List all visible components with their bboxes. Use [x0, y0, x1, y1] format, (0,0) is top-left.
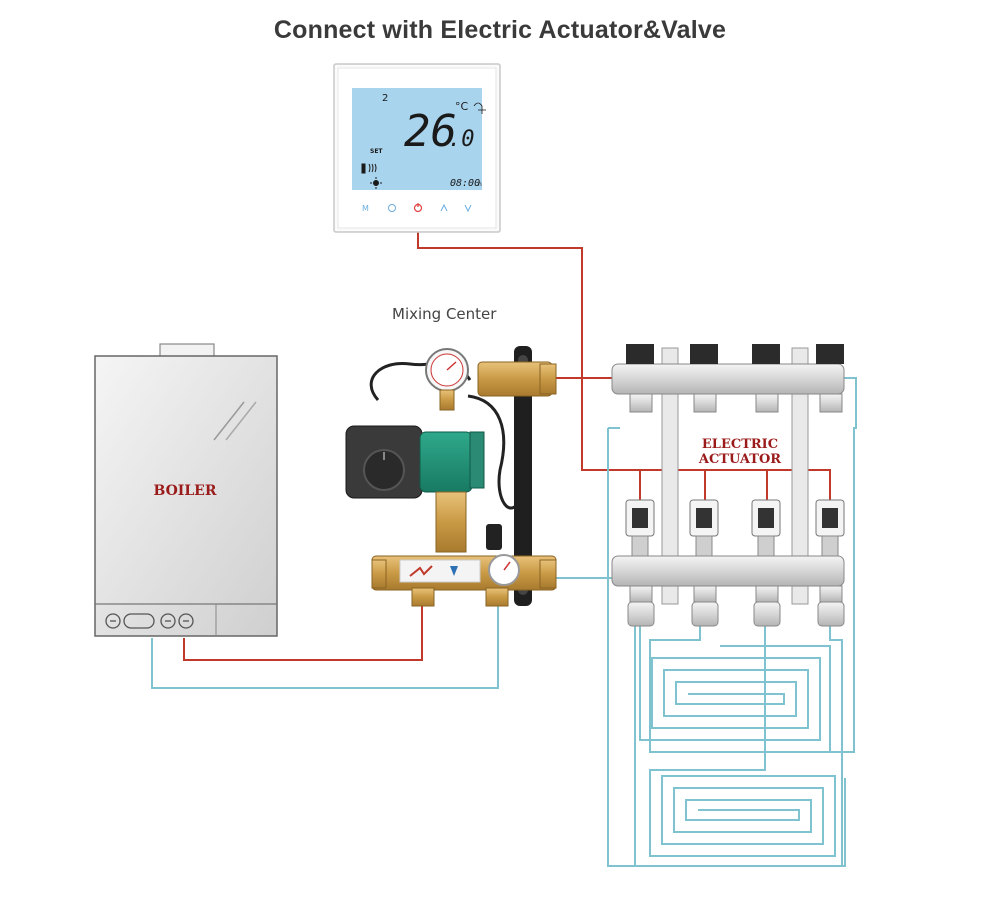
thermostat-down-button [464, 204, 472, 213]
thermostat-display: 2 26 .0 °C SET 08:00 h [361, 93, 486, 189]
floor-manifold [611, 344, 845, 627]
thermostat-program-number: 2 [382, 93, 388, 104]
return-pipe-blue [151, 377, 857, 867]
thermostat-set-label: SET [370, 148, 383, 155]
electric-actuator-label: ELECTRIC ACTUATOR [680, 437, 800, 467]
thermostat-lcd [352, 88, 482, 190]
thermostat-clock: 08:00 [450, 178, 480, 189]
supply-pipe-red [183, 377, 620, 661]
boiler [94, 343, 278, 637]
thermostat-clock-button [388, 204, 396, 212]
thermostat-temperature: 26 [404, 106, 457, 157]
diagram-title: Connect with Electric Actuator&Valve [273, 16, 727, 44]
thermostat-wire [417, 230, 831, 500]
manifold-top-caps [626, 344, 844, 364]
floor-heating-loops [634, 620, 843, 866]
boiler-control-knobs [105, 613, 194, 629]
thermostat-buttons[interactable]: M [362, 203, 472, 213]
thermostat-heating-icon [361, 163, 377, 174]
thermostat-unit: °C [455, 100, 469, 113]
manifold-flow-meters [629, 393, 843, 413]
mixing-center-label: Mixing Center [392, 305, 497, 323]
thermostat-temperature-decimal: .0 [448, 127, 475, 152]
thermostat-sun-icon [370, 177, 382, 189]
thermostat-clock-suffix: h [478, 181, 482, 188]
thermostat-menu-button: M [362, 204, 369, 213]
thermostat-mode-icon [473, 102, 486, 114]
thermostat [333, 63, 501, 233]
mixing-center [345, 346, 557, 607]
electric-actuators [625, 499, 845, 557]
boiler-label: BOILER [153, 483, 217, 499]
actuator-label-line1: ELECTRIC [701, 437, 779, 452]
manifold-bottom-fittings [627, 585, 845, 627]
thermostat-up-button [440, 203, 448, 212]
actuator-label-line2: ACTUATOR [698, 452, 782, 467]
